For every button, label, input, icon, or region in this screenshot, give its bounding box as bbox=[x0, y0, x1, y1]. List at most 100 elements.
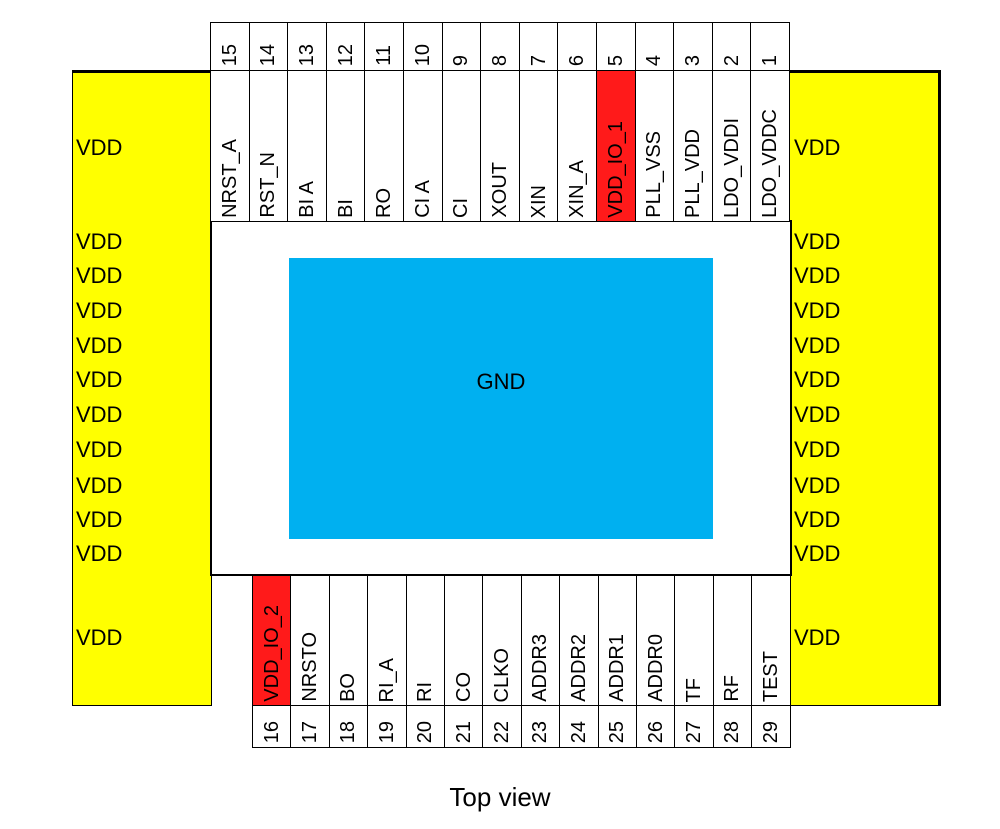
pin-name-wrap: NRST_A bbox=[211, 139, 249, 218]
pin-name: CLKO bbox=[491, 647, 514, 702]
pin-name: TF bbox=[683, 677, 706, 702]
pin-label-cell: RI bbox=[405, 575, 445, 706]
pin-number-cell: 22 bbox=[482, 705, 522, 748]
pin-number-cell: 18 bbox=[328, 705, 369, 748]
pin-number-wrap: 14 bbox=[250, 44, 288, 66]
left-vdd-label: VDD bbox=[76, 437, 123, 462]
right-vdd-label: VDD bbox=[794, 402, 841, 427]
pin-number-wrap: 23 bbox=[522, 721, 559, 743]
pin-number-cell: 1 bbox=[750, 22, 790, 71]
pin-number-wrap: 7 bbox=[520, 55, 558, 66]
pin-number: 15 bbox=[218, 43, 241, 66]
pin-name-wrap: ADDR2 bbox=[560, 634, 597, 702]
pin-number-cell: 6 bbox=[557, 22, 597, 71]
pin-label-cell: NRST_A bbox=[210, 70, 250, 222]
pin-name: CI A bbox=[411, 180, 434, 218]
right-vdd-pad bbox=[788, 70, 941, 706]
pin-label-cell: RO bbox=[364, 70, 404, 222]
pin-number-wrap: 12 bbox=[327, 44, 365, 66]
pin-name: PLL_VDD bbox=[681, 129, 704, 218]
pin-number-cell: 3 bbox=[673, 22, 713, 71]
pin-label-cell: PLL_VDD bbox=[673, 70, 713, 222]
pin-number-cell: 12 bbox=[325, 22, 366, 71]
pin-number-cell: 8 bbox=[480, 22, 520, 71]
pin-number-wrap: 26 bbox=[637, 721, 674, 743]
pin-number-wrap: 11 bbox=[365, 45, 403, 66]
pin-name-wrap: XOUT bbox=[481, 162, 519, 218]
pin-number-cell: 19 bbox=[367, 705, 407, 748]
pin-name: TEST bbox=[759, 650, 782, 702]
pin-name-wrap: NRSTO bbox=[291, 632, 328, 702]
pin-number: 10 bbox=[411, 43, 434, 66]
gnd-pad: GND bbox=[289, 258, 713, 539]
pin-number: 20 bbox=[414, 720, 437, 743]
pin-name: ADDR1 bbox=[606, 634, 629, 702]
right-vdd-label: VDD bbox=[794, 263, 841, 288]
pin-label-cell: XOUT bbox=[480, 70, 520, 222]
pin-number-wrap: 1 bbox=[751, 55, 789, 66]
pin-number-cell: 11 bbox=[364, 22, 404, 71]
right-vdd-label: VDD bbox=[794, 333, 841, 358]
left-vdd-label: VDD bbox=[76, 473, 123, 498]
pin-number-cell: 10 bbox=[403, 22, 443, 71]
pin-label-cell: LDO_VDDC bbox=[750, 70, 790, 222]
right-vdd-label: VDD bbox=[794, 541, 841, 566]
pin-number: 23 bbox=[529, 720, 552, 743]
pin-name: RST_N bbox=[257, 152, 280, 218]
pin-name-wrap: CI A bbox=[404, 180, 442, 218]
pin-name-wrap: RI bbox=[407, 682, 444, 702]
right-vdd-label: VDD bbox=[794, 367, 841, 392]
pin-name: LDO_VDDC bbox=[759, 109, 782, 218]
pin-number-cell: 7 bbox=[518, 22, 559, 71]
pin-name-wrap: VDD_IO_2 bbox=[253, 605, 290, 702]
pin-number: 22 bbox=[491, 720, 514, 743]
pin-number: 8 bbox=[488, 54, 511, 66]
pin-number: 18 bbox=[337, 720, 360, 743]
left-vdd-label: VDD bbox=[76, 298, 123, 323]
pin-label-cell: XIN bbox=[518, 70, 559, 222]
right-vdd-label: VDD bbox=[794, 135, 841, 160]
pin-number-wrap: 9 bbox=[443, 55, 481, 66]
pin-number: 27 bbox=[683, 720, 706, 743]
pin-number: 24 bbox=[567, 720, 590, 743]
pin-name-wrap: XIN bbox=[520, 185, 558, 218]
pin-number-cell: 13 bbox=[287, 22, 327, 71]
left-vdd-label: VDD bbox=[76, 402, 123, 427]
left-vdd-label: VDD bbox=[76, 135, 123, 160]
pin-label-cell: ADDR1 bbox=[597, 575, 637, 706]
pin-label-cell: NRSTO bbox=[290, 575, 330, 706]
pin-number-cell: 5 bbox=[596, 22, 636, 71]
pin-number-wrap: 2 bbox=[713, 55, 751, 66]
pin-number-wrap: 21 bbox=[445, 721, 482, 743]
pin-number: 19 bbox=[375, 720, 398, 743]
pin-name: CI bbox=[450, 198, 473, 218]
pin-label-cell: PLL_VSS bbox=[634, 70, 675, 222]
pin-number: 11 bbox=[373, 45, 396, 66]
left-vdd-label: VDD bbox=[76, 229, 123, 254]
left-vdd-label: VDD bbox=[76, 507, 123, 532]
pin-name-wrap: RO bbox=[365, 188, 403, 218]
pin-name-wrap: BI bbox=[327, 199, 365, 218]
pin-name-wrap: PLL_VSS bbox=[636, 131, 674, 218]
pin-label-cell: XIN_A bbox=[557, 70, 597, 222]
pin-name: ADDR2 bbox=[567, 634, 590, 702]
left-vdd-label: VDD bbox=[76, 333, 123, 358]
pin-number-cell: 26 bbox=[636, 705, 676, 748]
pin-number-wrap: 22 bbox=[483, 721, 520, 743]
pin-name-wrap: TEST bbox=[752, 651, 789, 702]
pin-number-cell: 23 bbox=[520, 705, 561, 748]
pin-number-cell: 27 bbox=[674, 705, 714, 748]
pin-number-cell: 29 bbox=[751, 705, 791, 748]
pin-name-wrap: ADDR3 bbox=[522, 634, 559, 702]
pin-number: 29 bbox=[759, 720, 782, 743]
pin-name: XIN_A bbox=[566, 160, 589, 218]
pin-name: BO bbox=[337, 673, 360, 702]
right-vdd-label: VDD bbox=[794, 625, 841, 650]
pin-number-wrap: 27 bbox=[675, 721, 712, 743]
pin-name-wrap: RST_N bbox=[250, 152, 288, 218]
pin-number-wrap: 18 bbox=[330, 721, 367, 743]
pin-number-cell: 4 bbox=[634, 22, 675, 71]
pin-name-wrap: BO bbox=[330, 673, 367, 702]
pin-number-cell: 14 bbox=[248, 22, 289, 71]
pin-number-wrap: 13 bbox=[288, 44, 326, 66]
